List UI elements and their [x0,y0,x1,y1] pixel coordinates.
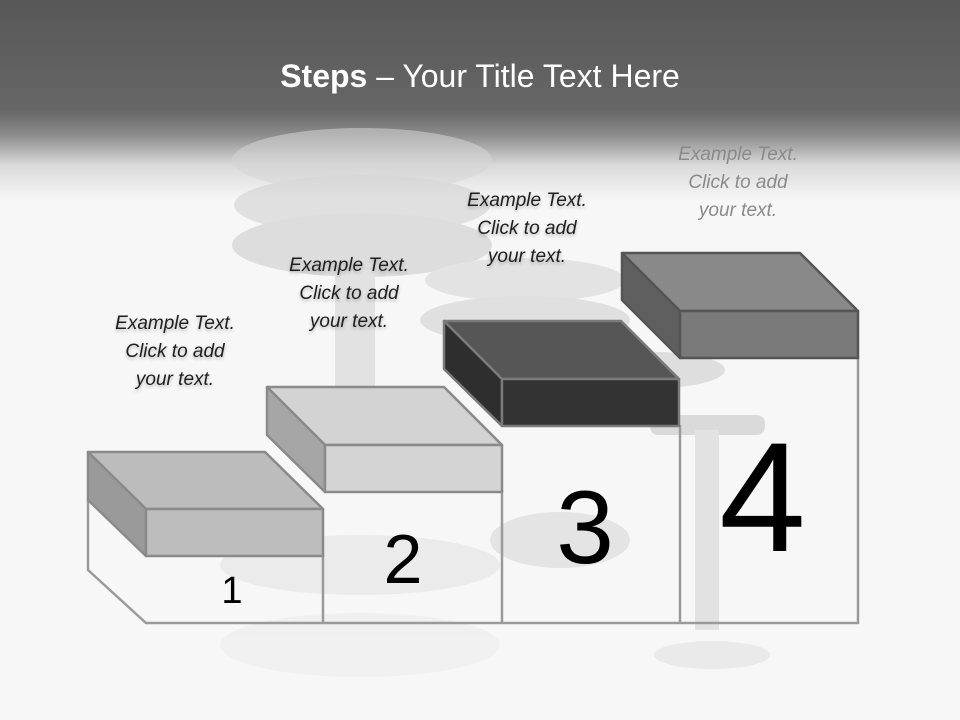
step-2-block[interactable] [265,385,504,494]
step-1-caption-line: your text. [135,369,215,390]
step-4-caption[interactable]: Example Text. Click to add your text. [638,141,838,225]
step-1-block[interactable] [86,450,325,558]
step-1-caption-line: Example Text. [115,313,235,334]
step-3-front [500,377,681,428]
step-2-front [323,443,504,494]
step-2-caption-line: Click to add [299,283,399,304]
frame-outline [86,357,860,625]
step-2-number: 2 [383,520,423,598]
step-1-number: 1 [221,570,243,612]
step-3-caption[interactable]: Example Text. Click to add your text. [427,187,627,271]
step-2-caption[interactable]: Example Text. Click to add your text. [249,252,449,336]
step-4-number: 4 [719,411,806,585]
step-4-block[interactable] [620,251,860,360]
step-4-caption-line: Example Text. [678,144,798,165]
step-1-caption-line: Click to add [125,341,225,362]
step-1-caption[interactable]: Example Text. Click to add your text. [75,310,275,394]
step-4-front [678,309,860,360]
step-2-caption-line: your text. [309,311,389,332]
title-bold: Steps [280,58,368,94]
title-rest: – Your Title Text Here [367,58,680,94]
step-3-caption-line: your text. [487,246,567,267]
step-2-caption-line: Example Text. [289,255,409,276]
step-3-caption-line: Click to add [477,218,577,239]
step-4-caption-line: Click to add [688,172,788,193]
step-4-caption-line: your text. [698,200,778,221]
step-3-block[interactable] [442,319,681,428]
slide-title[interactable]: Steps – Your Title Text Here [0,54,960,98]
step-1-front [144,507,325,558]
step-3-number: 3 [556,470,614,586]
step-3-caption-line: Example Text. [467,190,587,211]
